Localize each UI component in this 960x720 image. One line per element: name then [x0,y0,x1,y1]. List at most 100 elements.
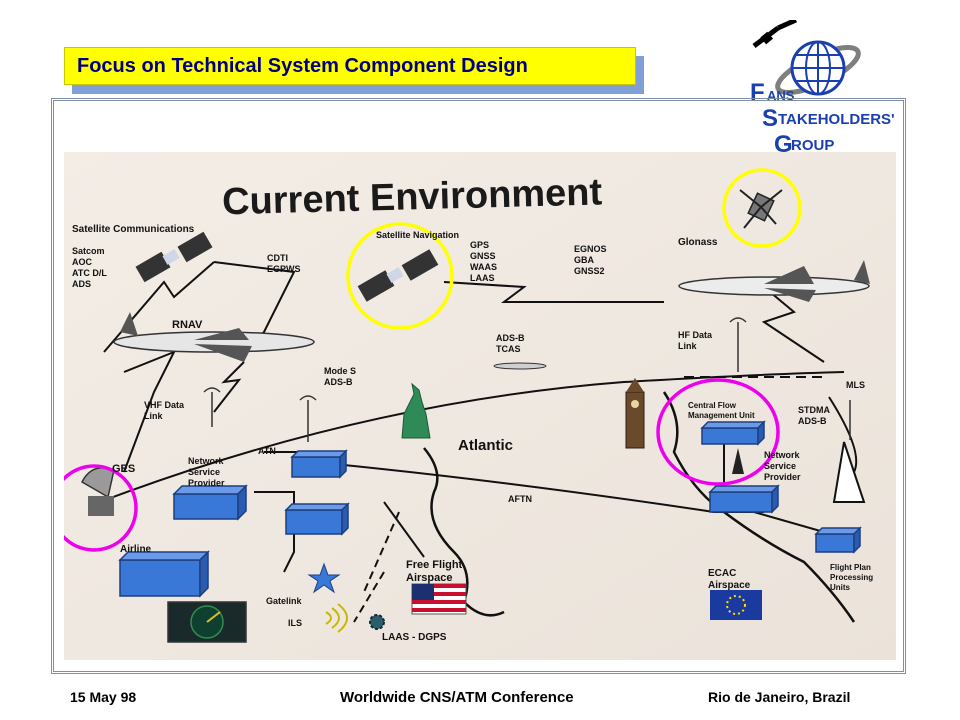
nsp-right-label-2: Service [764,461,796,471]
satcom-satellite-icon [135,231,213,283]
modes-label-2: ADS-B [324,377,353,387]
mls-label: MLS [846,380,865,390]
airline-box [118,550,210,598]
free-flight-label-2: Airspace [406,572,452,584]
satellite-icon [752,17,798,48]
blue-boxes [118,420,862,598]
cdti-label-1: CDTI [267,253,288,263]
modes-label-1: Mode S [324,366,356,376]
egnos-label-1: EGNOS [574,244,607,254]
ils-label: ILS [288,618,302,628]
americas-coastline [423,447,505,617]
satnav-label-1: GPS [470,240,489,250]
stdma-label-1: STDMA [798,405,830,415]
logo-text-roup: ROUP [791,137,834,154]
diagram-labels: Satellite Communications Satcom AOC ATC … [72,224,873,643]
glonass-label: Glonass [678,237,718,248]
stdma-link-line [828,396,858,473]
satnav-link-line [443,281,664,303]
adsb-aircraft-icon [493,362,547,370]
satnav-label-4: LAAS [470,273,495,283]
cfmu-label-1: Central Flow [688,401,737,410]
runway-dashed-line-2 [363,511,400,593]
nsp-left-label-3: Provider [188,478,225,488]
satcom-label-1: Satcom [72,246,105,256]
satcom-label-4: ADS [72,279,91,289]
footer-date: 15 May 98 [70,689,137,705]
stdma-triangle [832,441,866,503]
satcom-link-line [103,261,215,353]
nsp-right-box [708,484,780,514]
satnav-label-2: GNSS [470,251,496,261]
statue-of-liberty-icon [401,382,431,439]
content-frame [51,98,906,674]
nsp-left-box [172,484,248,521]
glonass-satellite-icon [739,189,783,229]
ecac-label-1: ECAC [708,568,736,579]
cfmu-box [700,420,766,446]
aftn-label: AFTN [508,494,532,504]
hf-label-2: Link [678,341,697,351]
runway-dashed-line-1 [353,571,385,623]
network-lines [99,261,866,623]
highlight-circles [50,168,802,552]
cfmu-label-2: Management Unit [688,411,755,420]
satnav-label-3: WAAS [470,262,497,272]
egnos-label-2: GBA [574,255,595,265]
laas-dgps-label: LAAS - DGPS [382,632,447,643]
footer-conference: Worldwide CNS/ATM Conference [340,689,574,706]
egnos-label-3: GNSS2 [574,266,605,276]
glonass-aircraft-icon [678,260,870,302]
satcom-label-2: AOC [72,257,93,267]
ges-link-line [123,350,177,473]
stdma-label-2: ADS-B [798,416,827,426]
logo-text-takeholders: TAKEHOLDERS' [778,111,895,128]
gatelink-star-icon [307,562,341,594]
laas-gear-icon [369,614,385,630]
fpu-label-3: Units [830,583,851,592]
radar-screen-icon [167,601,247,643]
aftn-link-line [333,463,764,513]
glonass-link-line [761,286,825,363]
cdti-label-2: EGPWS [267,264,301,274]
logo-letter-s: S [762,105,778,132]
eiffel-tower-icon [732,448,744,474]
eu-flag-icon [710,590,762,620]
adsb-label-1: ADS-B [496,333,525,343]
ecac-label-2: Airspace [708,580,751,591]
atlantic-label: Atlantic [458,437,513,454]
cfmu-highlight-circle [656,378,780,486]
gatelink-arrow-line [383,501,425,558]
logo-letter-g: G [774,131,793,158]
us-flag-icon [411,583,467,615]
diagram-heading: Current Environment [222,171,603,223]
slide-title-box: Focus on Technical System Component Desi… [64,47,636,85]
slide-title: Focus on Technical System Component Desi… [77,55,528,77]
cns-atm-diagram: Current Environment [50,152,896,660]
airline-label: Airline [120,544,152,555]
nsp-right-label-1: Network [764,450,801,460]
satnav-highlight-circle [346,222,454,330]
nsp-right-label-3: Provider [764,472,801,482]
rnav-label: RNAV [172,319,203,331]
footer-location: Rio de Janeiro, Brazil [708,689,851,705]
fans-logo: F ANS S TAKEHOLDERS' G ROUP [740,17,900,160]
satcom-title-label: Satellite Communications [72,224,195,235]
atn-box-bottom [284,502,350,536]
vhf-label-2: Link [144,411,163,421]
antennas [203,317,851,442]
nsp-left-label-2: Service [188,467,220,477]
satnav-satellite-icon [357,249,439,302]
atlantic-arc-line [99,371,845,503]
fpu-label-1: Flight Plan [830,563,871,572]
atn-label: ATN [258,446,276,456]
vhf-label-1: VHF Data [144,400,185,410]
nsp-left-label-1: Network [188,456,225,466]
glonass-highlight-circle [722,168,802,248]
satcom-label-3: ATC D/L [72,268,107,278]
gatelink-label: Gatelink [266,596,303,606]
rnav-link-line [213,361,245,413]
ils-signal-icon [325,603,348,633]
atn-box-top [290,449,348,479]
adsb-label-2: TCAS [496,344,521,354]
